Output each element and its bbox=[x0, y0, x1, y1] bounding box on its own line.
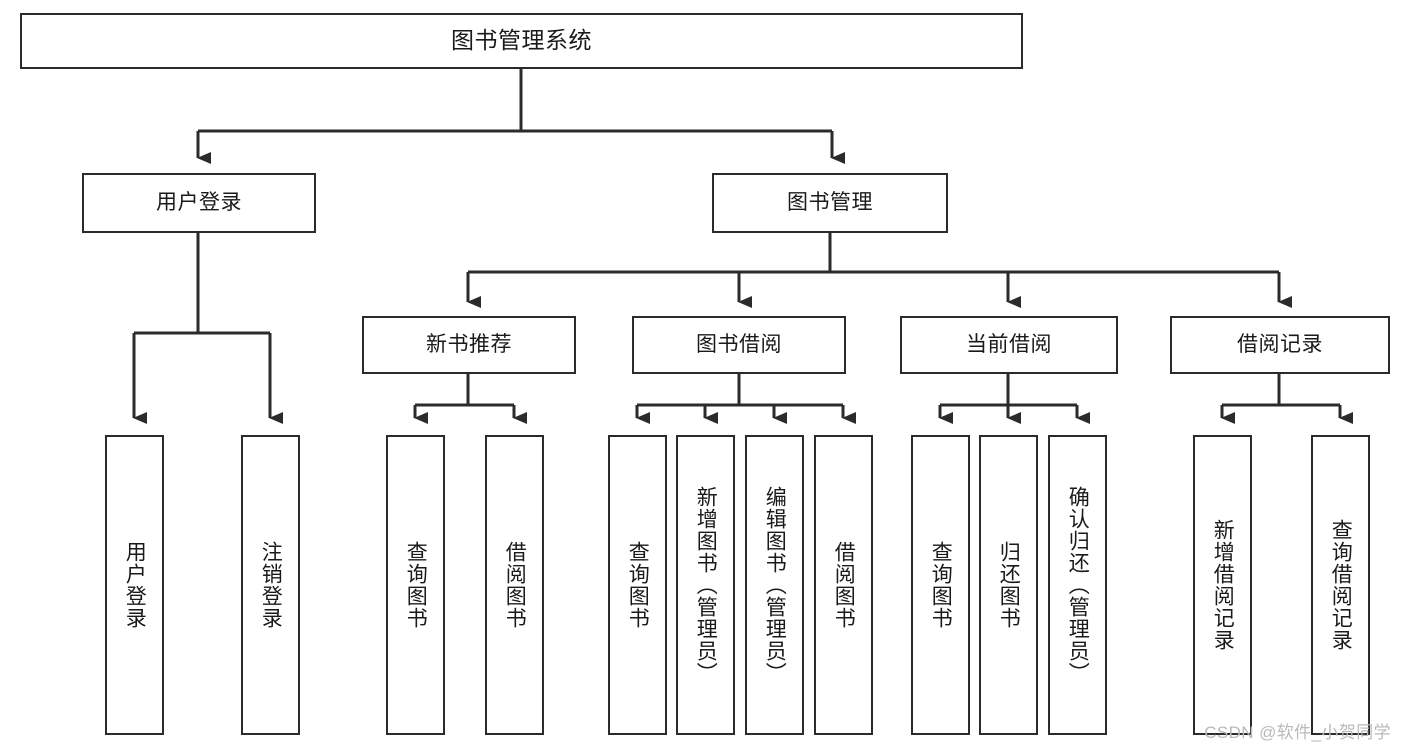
node-new-book-recommend[interactable]: 新书推荐 bbox=[362, 316, 576, 374]
node-label: 注销登录 bbox=[259, 541, 283, 629]
node-leaf-add-book[interactable]: 新增图书（管理员） bbox=[676, 435, 735, 735]
node-leaf-query-book-current[interactable]: 查询图书 bbox=[911, 435, 970, 735]
node-leaf-borrow-book-recommend[interactable]: 借阅图书 bbox=[485, 435, 544, 735]
node-label: 确认归还（管理员） bbox=[1066, 486, 1090, 684]
node-label: 用户登录 bbox=[156, 190, 242, 214]
node-label: 编辑图书（管理员） bbox=[763, 486, 787, 684]
node-leaf-logout[interactable]: 注销登录 bbox=[241, 435, 300, 735]
node-label: 借阅图书 bbox=[832, 541, 856, 629]
node-label: 借阅图书 bbox=[503, 541, 527, 629]
node-leaf-query-book-borrow[interactable]: 查询图书 bbox=[608, 435, 667, 735]
node-label: 归还图书 bbox=[997, 541, 1021, 629]
node-book-management-system[interactable]: 图书管理系统 bbox=[20, 13, 1023, 69]
node-label: 新增图书（管理员） bbox=[694, 486, 718, 684]
node-leaf-return-book[interactable]: 归还图书 bbox=[979, 435, 1038, 735]
node-label: 图书管理 bbox=[787, 190, 873, 214]
node-leaf-edit-book[interactable]: 编辑图书（管理员） bbox=[745, 435, 804, 735]
node-book-borrow[interactable]: 图书借阅 bbox=[632, 316, 846, 374]
node-leaf-query-borrow-record[interactable]: 查询借阅记录 bbox=[1311, 435, 1370, 735]
node-leaf-add-borrow-record[interactable]: 新增借阅记录 bbox=[1193, 435, 1252, 735]
node-label: 新书推荐 bbox=[426, 332, 512, 356]
node-label: 查询图书 bbox=[929, 541, 953, 629]
node-label: 图书管理系统 bbox=[451, 27, 592, 54]
node-leaf-confirm-return[interactable]: 确认归还（管理员） bbox=[1048, 435, 1107, 735]
node-label: 当前借阅 bbox=[966, 332, 1052, 356]
node-book-manage[interactable]: 图书管理 bbox=[712, 173, 948, 233]
node-label: 查询图书 bbox=[626, 541, 650, 629]
node-borrow-record[interactable]: 借阅记录 bbox=[1170, 316, 1390, 374]
node-label: 借阅记录 bbox=[1237, 332, 1323, 356]
node-label: 图书借阅 bbox=[696, 332, 782, 356]
node-current-borrow[interactable]: 当前借阅 bbox=[900, 316, 1118, 374]
watermark: CSDN @软件_小贺同学 bbox=[1204, 723, 1391, 742]
node-label: 查询图书 bbox=[404, 541, 428, 629]
node-leaf-user-login[interactable]: 用户登录 bbox=[105, 435, 164, 735]
node-leaf-query-book-recommend[interactable]: 查询图书 bbox=[386, 435, 445, 735]
node-leaf-borrow-book[interactable]: 借阅图书 bbox=[814, 435, 873, 735]
node-label: 查询借阅记录 bbox=[1329, 519, 1353, 651]
node-label: 用户登录 bbox=[123, 541, 147, 629]
node-label: 新增借阅记录 bbox=[1211, 519, 1235, 651]
node-user-login[interactable]: 用户登录 bbox=[82, 173, 316, 233]
